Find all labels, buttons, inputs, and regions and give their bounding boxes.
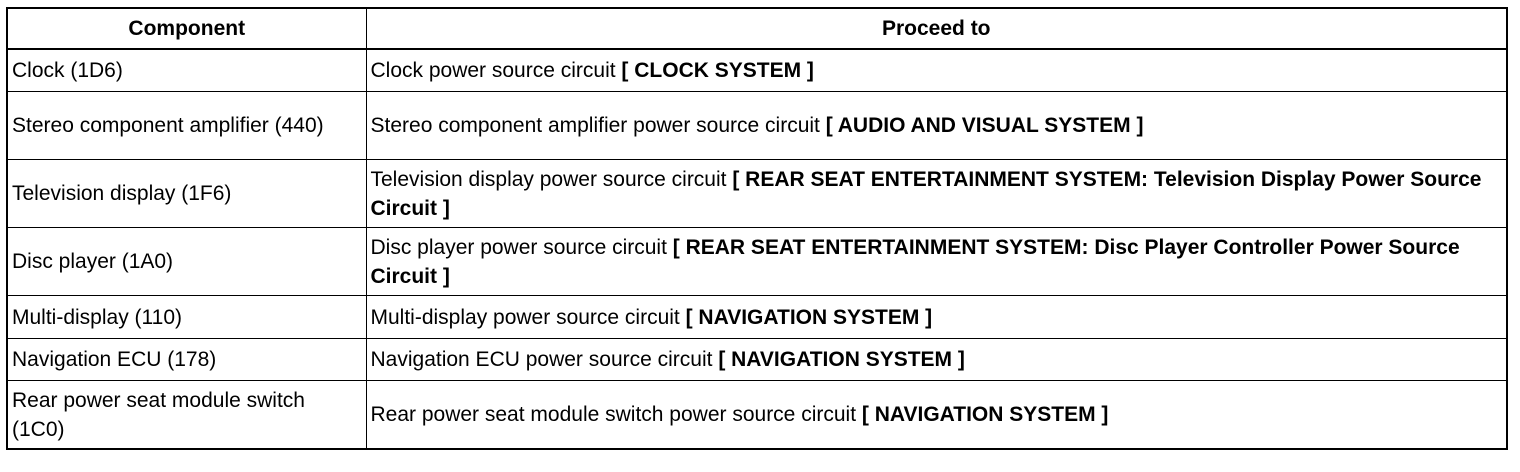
table-row: Clock (1D6) Clock power source circuit [… <box>6 48 1508 92</box>
proceed-cell: Disc player power source circuit [ REAR … <box>365 227 1508 296</box>
proceed-reference: [ NAVIGATION SYSTEM ] <box>718 348 965 371</box>
proceed-text: Television display power source circuit <box>370 167 733 191</box>
header-row: Component Proceed to <box>6 7 1508 50</box>
proceed-text: Disc player power source circuit <box>370 235 673 259</box>
table-row: Navigation ECU (178) Navigation ECU powe… <box>6 338 1508 381</box>
table-row: Rear power seat module switch (1C0) Rear… <box>6 380 1508 450</box>
proceed-reference: [ CLOCK SYSTEM ] <box>621 59 814 82</box>
proceed-cell: Television display power source circuit … <box>365 159 1508 228</box>
proceed-reference: [ REAR SEAT ENTERTAINMENT SYSTEM: Disc P… <box>370 235 1460 288</box>
proceed-text: Navigation ECU power source circuit <box>370 348 719 371</box>
proceed-cell: Multi-display power source circuit [ NAV… <box>365 295 1508 339</box>
component-cell: Disc player (1A0) <box>6 227 367 296</box>
proceed-reference: [ AUDIO AND VISUAL SYSTEM ] <box>825 114 1144 137</box>
proceed-reference: [ NAVIGATION SYSTEM ] <box>685 305 933 329</box>
table-row: Multi-display (110) Multi-display power … <box>6 295 1508 339</box>
component-cell: Rear power seat module switch (1C0) <box>6 380 367 450</box>
table-row: Television display (1F6) Television disp… <box>6 159 1508 228</box>
proceed-table: Component Proceed to Clock (1D6) Clock p… <box>6 7 1508 450</box>
component-cell: Television display (1F6) <box>6 159 367 228</box>
proceed-text: Clock power source circuit <box>370 59 622 82</box>
component-cell: Stereo component amplifier (440) <box>6 91 367 160</box>
proceed-cell: Navigation ECU power source circuit [ NA… <box>365 338 1508 381</box>
proceed-reference: [ REAR SEAT ENTERTAINMENT SYSTEM: Televi… <box>370 167 1482 220</box>
proceed-cell: Stereo component amplifier power source … <box>365 91 1508 160</box>
proceed-cell: Clock power source circuit [ CLOCK SYSTE… <box>365 48 1508 92</box>
table-row: Disc player (1A0) Disc player power sour… <box>6 227 1508 296</box>
proceed-cell: Rear power seat module switch power sour… <box>365 380 1508 450</box>
header-proceed-to: Proceed to <box>365 7 1508 50</box>
header-component: Component <box>6 7 367 50</box>
proceed-reference: [ NAVIGATION SYSTEM ] <box>861 403 1109 426</box>
table-row: Stereo component amplifier (440) Stereo … <box>6 91 1508 160</box>
proceed-text: Stereo component amplifier power source … <box>370 114 826 137</box>
component-cell: Multi-display (110) <box>6 295 367 339</box>
component-cell: Clock (1D6) <box>6 48 367 92</box>
proceed-text: Multi-display power source circuit <box>370 305 686 329</box>
proceed-text: Rear power seat module switch power sour… <box>370 403 862 426</box>
component-cell: Navigation ECU (178) <box>6 338 367 381</box>
